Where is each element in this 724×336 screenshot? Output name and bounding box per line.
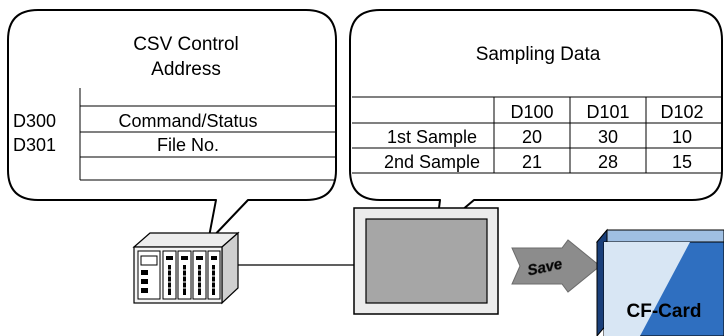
csv-title-line1: CSV Control (133, 34, 239, 55)
cell-value: 10 (672, 127, 692, 147)
display-unit-icon (353, 207, 499, 315)
cell-value: 20 (522, 127, 542, 147)
row-label: 2nd Sample (384, 152, 480, 172)
cell-value: 30 (598, 127, 618, 147)
cell-value: 15 (672, 152, 692, 172)
cell-value: 21 (522, 152, 542, 172)
plc-icon (132, 231, 240, 305)
cell-value: 28 (598, 152, 618, 172)
sampling-title: Sampling Data (476, 44, 601, 65)
csv-title-line2: Address (151, 59, 221, 80)
register-label: File No. (157, 135, 219, 155)
cf-card-icon: CF-Card (595, 228, 724, 336)
row-label: 1st Sample (387, 127, 477, 147)
column-header: D102 (660, 102, 703, 122)
cf-card-label: CF-Card (627, 301, 702, 322)
register-label: Command/Status (118, 111, 257, 131)
column-header: D101 (586, 102, 629, 122)
save-arrow-icon: Save (511, 239, 601, 293)
sampling-data-callout: Sampling Data D100 D101 D102 1st Sample … (349, 9, 723, 233)
column-header: D100 (510, 102, 553, 122)
register-address: D300 (13, 111, 56, 131)
csv-control-callout: CSV Control Address D300 Command/Status … (7, 9, 337, 243)
register-address: D301 (13, 135, 56, 155)
sampling-table (352, 96, 722, 174)
display-screen (365, 218, 488, 304)
